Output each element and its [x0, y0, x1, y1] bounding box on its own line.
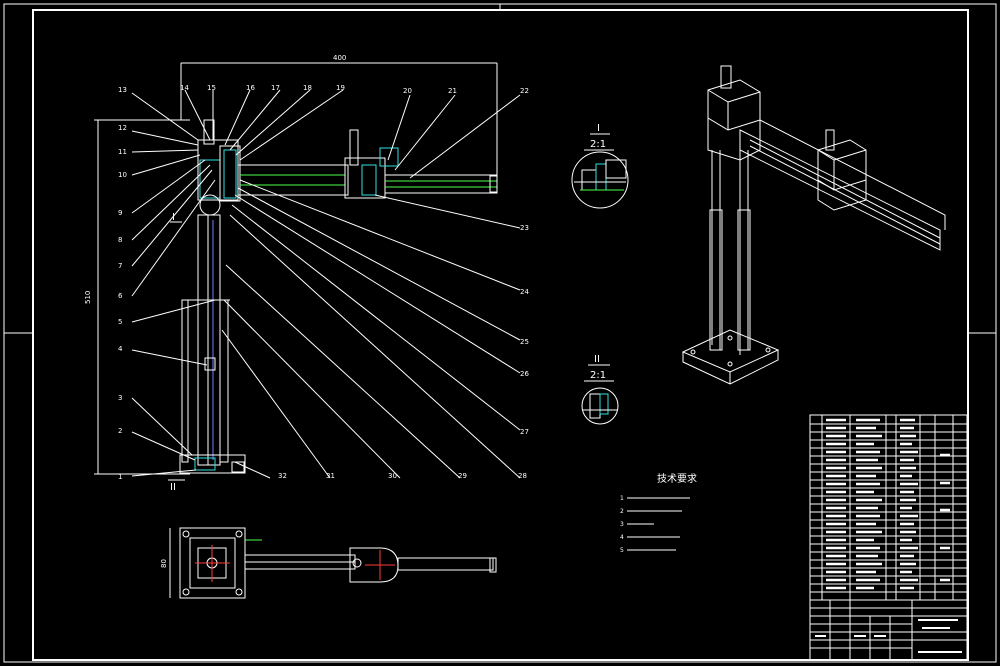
title-block — [809, 414, 968, 661]
tech-req-item: 2 — [620, 508, 624, 515]
dimension-top: 400 — [333, 54, 346, 62]
part-label: 13 — [118, 86, 127, 94]
tech-req-item: 3 — [620, 521, 624, 528]
part-label: 17 — [271, 84, 280, 92]
part-label: 21 — [448, 87, 457, 95]
part-label: 15 — [207, 84, 216, 92]
part-label: 8 — [118, 236, 122, 244]
part-label: 22 — [520, 87, 529, 95]
part-label: 19 — [336, 84, 345, 92]
part-label: 31 — [326, 472, 335, 480]
part-label: 16 — [246, 84, 255, 92]
part-label: 10 — [118, 171, 127, 179]
part-label: 29 — [458, 472, 467, 480]
inner-frame — [32, 9, 969, 661]
detail-view-2: II 2:1 — [581, 354, 619, 425]
part-label: 32 — [278, 472, 287, 480]
tech-req-title: 技术要求 — [657, 472, 697, 485]
part-label: 6 — [118, 292, 123, 300]
dimension-plan: 80 — [160, 559, 168, 568]
section-mark-upper: I — [172, 212, 175, 223]
part-label: 7 — [118, 262, 122, 270]
tech-req-item: 5 — [620, 547, 624, 554]
part-label: 27 — [520, 428, 529, 436]
part-label: 2 — [118, 427, 122, 435]
detail-2-id: II — [594, 354, 600, 365]
part-label: 20 — [403, 87, 412, 95]
part-label: 9 — [118, 209, 122, 217]
section-mark-lower: II — [170, 482, 176, 493]
plan-view: 80 — [160, 527, 497, 599]
detail-2-scale: 2:1 — [590, 370, 606, 381]
part-label: 5 — [118, 318, 122, 326]
outer-frame — [3, 3, 997, 663]
front-view: 400 510 — [84, 54, 529, 493]
detail-view-1: I 2:1 — [571, 123, 629, 209]
part-label: 23 — [520, 224, 529, 232]
detail-1-id: I — [597, 123, 600, 134]
detail-1-scale: 2:1 — [590, 139, 606, 150]
tech-req-item: 4 — [620, 534, 624, 541]
part-label: 30 — [388, 472, 397, 480]
part-label: 18 — [303, 84, 312, 92]
isometric-view — [681, 65, 946, 385]
part-label: 3 — [118, 394, 122, 402]
technical-requirements: 技术要求 1 2 3 4 5 — [620, 472, 697, 554]
part-labels: 1 2 3 4 5 6 7 8 9 10 11 12 13 14 15 16 1… — [118, 84, 529, 481]
part-label: 12 — [118, 124, 127, 132]
part-label: 11 — [118, 148, 127, 156]
part-label: 14 — [180, 84, 189, 92]
part-label: 4 — [118, 345, 123, 353]
dimension-left: 510 — [84, 291, 92, 304]
tech-req-item: 1 — [620, 495, 624, 502]
part-label: 1 — [118, 473, 122, 481]
part-label: 25 — [520, 338, 529, 346]
part-label: 28 — [518, 472, 527, 480]
part-label: 26 — [520, 370, 529, 378]
part-label: 24 — [520, 288, 529, 296]
